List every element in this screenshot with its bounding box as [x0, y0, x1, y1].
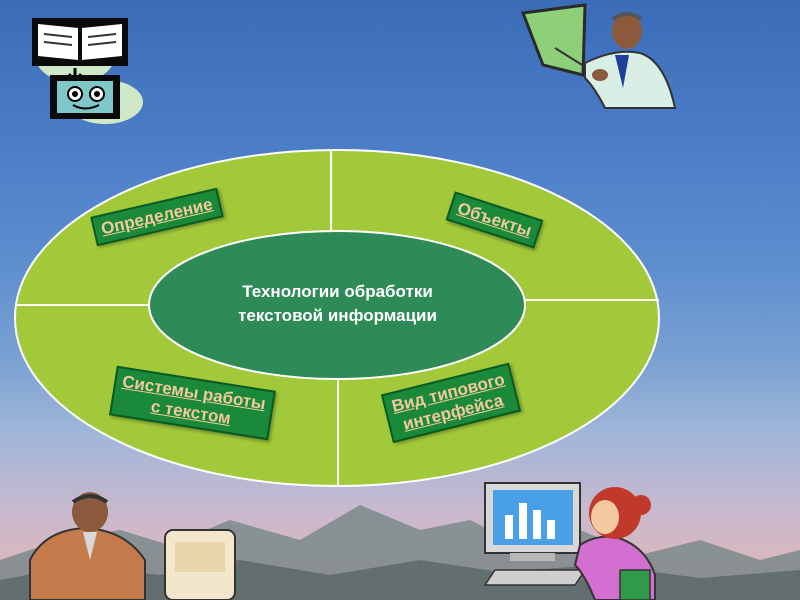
computer-user-icon	[483, 482, 656, 600]
center-title-line1: Технологии обработки	[242, 282, 433, 301]
businessman-icon	[29, 492, 236, 600]
presenter-icon	[520, 3, 677, 109]
center-ellipse	[148, 230, 526, 380]
center-title: Технологии обработки текстовой информаци…	[150, 280, 525, 328]
center-title-line2: текстовой информации	[238, 306, 437, 325]
face-icon	[50, 75, 143, 124]
book-icon	[32, 18, 128, 85]
